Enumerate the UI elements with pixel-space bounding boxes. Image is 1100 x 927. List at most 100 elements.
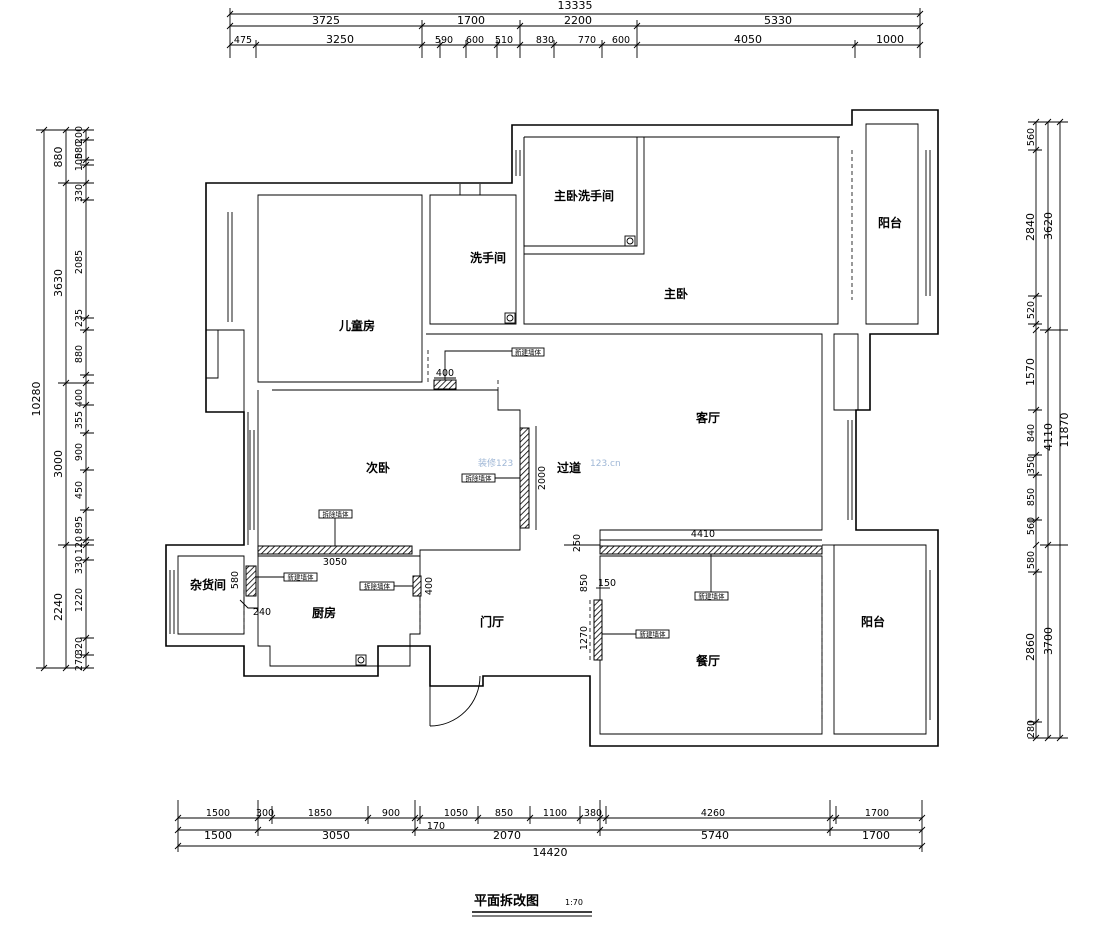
svg-text:350: 350 — [1026, 456, 1037, 474]
svg-text:10280: 10280 — [30, 382, 43, 417]
room-master-bedroom: 主卧 — [664, 286, 688, 301]
svg-text:新建墙体: 新建墙体 — [640, 630, 667, 639]
svg-text:170: 170 — [427, 821, 445, 832]
svg-text:2840: 2840 — [1024, 213, 1037, 241]
svg-text:580: 580 — [1026, 551, 1037, 569]
svg-text:270: 270 — [74, 653, 85, 671]
svg-text:600: 600 — [612, 35, 630, 46]
svg-text:520: 520 — [1026, 301, 1037, 319]
wall-notes: 新建墙体 拆除墙体 拆除墙体 新建墙体 拆除墙体 新建墙体 新建墙体 — [256, 348, 729, 639]
svg-text:123.cn: 123.cn — [590, 459, 621, 469]
svg-text:580: 580 — [74, 141, 85, 159]
svg-text:1700: 1700 — [865, 808, 889, 819]
dims-top: 13335 3725 1700 2200 5330 475 3250 590 6… — [226, 0, 924, 58]
svg-text:4260: 4260 — [701, 808, 725, 819]
svg-text:4110: 4110 — [1042, 423, 1055, 451]
walls — [165, 109, 939, 747]
svg-text:250: 250 — [572, 534, 583, 552]
svg-text:560: 560 — [1026, 517, 1037, 535]
room-kitchen: 厨房 — [312, 605, 336, 620]
svg-text:1570: 1570 — [1024, 358, 1037, 386]
note-demolish-1: 拆除墙体 — [461, 474, 520, 483]
svg-text:850: 850 — [495, 808, 513, 819]
svg-text:880: 880 — [74, 345, 85, 363]
title-text: 平面拆改图 — [474, 893, 539, 909]
dims-bottom: 1500 300 1850 900 1050 850 1100 380 4260… — [174, 800, 926, 859]
svg-text:880: 880 — [52, 147, 65, 168]
room-dining: 餐厅 — [696, 653, 720, 668]
svg-text:2085: 2085 — [74, 250, 85, 274]
svg-text:580: 580 — [230, 571, 241, 589]
svg-text:3725: 3725 — [312, 14, 340, 27]
svg-text:拆除墙体: 拆除墙体 — [323, 510, 350, 519]
svg-text:400: 400 — [74, 389, 85, 407]
svg-text:3050: 3050 — [322, 829, 350, 842]
title-scale: 1:70 — [565, 898, 583, 907]
svg-text:1500: 1500 — [206, 808, 230, 819]
svg-text:330: 330 — [74, 184, 85, 202]
floor-drain-icon — [504, 312, 516, 324]
svg-text:475: 475 — [234, 35, 252, 46]
svg-text:400: 400 — [436, 368, 454, 379]
room-living: 客厅 — [695, 410, 720, 425]
svg-text:1050: 1050 — [444, 808, 468, 819]
svg-text:拆除墙体: 拆除墙体 — [466, 474, 493, 483]
note-new-wall-4: 新建墙体 — [602, 630, 670, 639]
svg-text:新建墙体: 新建墙体 — [515, 348, 542, 357]
svg-text:3000: 3000 — [52, 450, 65, 478]
watermark: 装修123 123.cn — [478, 457, 621, 469]
svg-text:2240: 2240 — [52, 593, 65, 621]
room-balcony-bottom: 阳台 — [861, 614, 885, 629]
svg-text:590: 590 — [435, 35, 453, 46]
drawing-title: 平面拆改图 1:70 — [472, 893, 592, 917]
svg-text:1270: 1270 — [579, 626, 590, 650]
room-master-bath: 主卧洗手间 — [554, 188, 614, 203]
svg-text:11870: 11870 — [1058, 413, 1071, 448]
svg-text:拆除墙体: 拆除墙体 — [364, 582, 391, 591]
svg-text:450: 450 — [74, 481, 85, 499]
svg-text:1700: 1700 — [862, 829, 890, 842]
svg-text:新建墙体: 新建墙体 — [288, 573, 315, 582]
svg-text:510: 510 — [495, 35, 513, 46]
note-new-wall-2: 新建墙体 — [256, 573, 318, 582]
svg-text:1220: 1220 — [74, 588, 85, 612]
room-kids: 儿童房 — [338, 318, 375, 333]
floor-drain-icon — [355, 654, 367, 666]
note-new-wall-3: 新建墙体 — [694, 554, 729, 601]
svg-text:900: 900 — [74, 443, 85, 461]
svg-text:900: 900 — [382, 808, 400, 819]
svg-text:200: 200 — [74, 126, 85, 144]
svg-text:600: 600 — [466, 35, 484, 46]
svg-text:1700: 1700 — [457, 14, 485, 27]
svg-text:380: 380 — [584, 808, 602, 819]
room-second-bedroom: 次卧 — [366, 460, 390, 475]
svg-text:830: 830 — [536, 35, 554, 46]
svg-text:100: 100 — [74, 153, 85, 171]
svg-text:120: 120 — [74, 536, 85, 554]
room-storage: 杂货间 — [190, 577, 226, 592]
dims-left: 10280 880 3630 3000 2240 200 580 100 330… — [30, 126, 94, 672]
svg-text:13335: 13335 — [558, 0, 593, 12]
svg-text:3620: 3620 — [1042, 212, 1055, 240]
svg-text:850: 850 — [1026, 488, 1037, 506]
room-balcony-top: 阳台 — [878, 215, 902, 230]
svg-text:14420: 14420 — [533, 846, 568, 859]
room-labels: 主卧洗手间 洗手间 主卧 阳台 儿童房 客厅 次卧 过道 杂货间 厨房 门厅 餐… — [190, 188, 902, 668]
svg-text:3250: 3250 — [326, 33, 354, 46]
svg-text:150: 150 — [598, 578, 616, 589]
note-demolish-3: 拆除墙体 — [359, 582, 413, 591]
svg-text:2200: 2200 — [564, 14, 592, 27]
svg-text:4050: 4050 — [734, 33, 762, 46]
svg-text:4410: 4410 — [691, 529, 715, 540]
svg-text:355: 355 — [74, 411, 85, 429]
svg-text:3630: 3630 — [52, 269, 65, 297]
room-foyer: 门厅 — [480, 614, 504, 629]
svg-text:3700: 3700 — [1042, 627, 1055, 655]
svg-text:2860: 2860 — [1024, 633, 1037, 661]
svg-text:新建墙体: 新建墙体 — [699, 592, 726, 601]
svg-text:280: 280 — [1026, 720, 1037, 738]
svg-text:2070: 2070 — [493, 829, 521, 842]
room-bathroom: 洗手间 — [470, 250, 506, 265]
note-demolish-2: 拆除墙体 — [318, 510, 353, 546]
